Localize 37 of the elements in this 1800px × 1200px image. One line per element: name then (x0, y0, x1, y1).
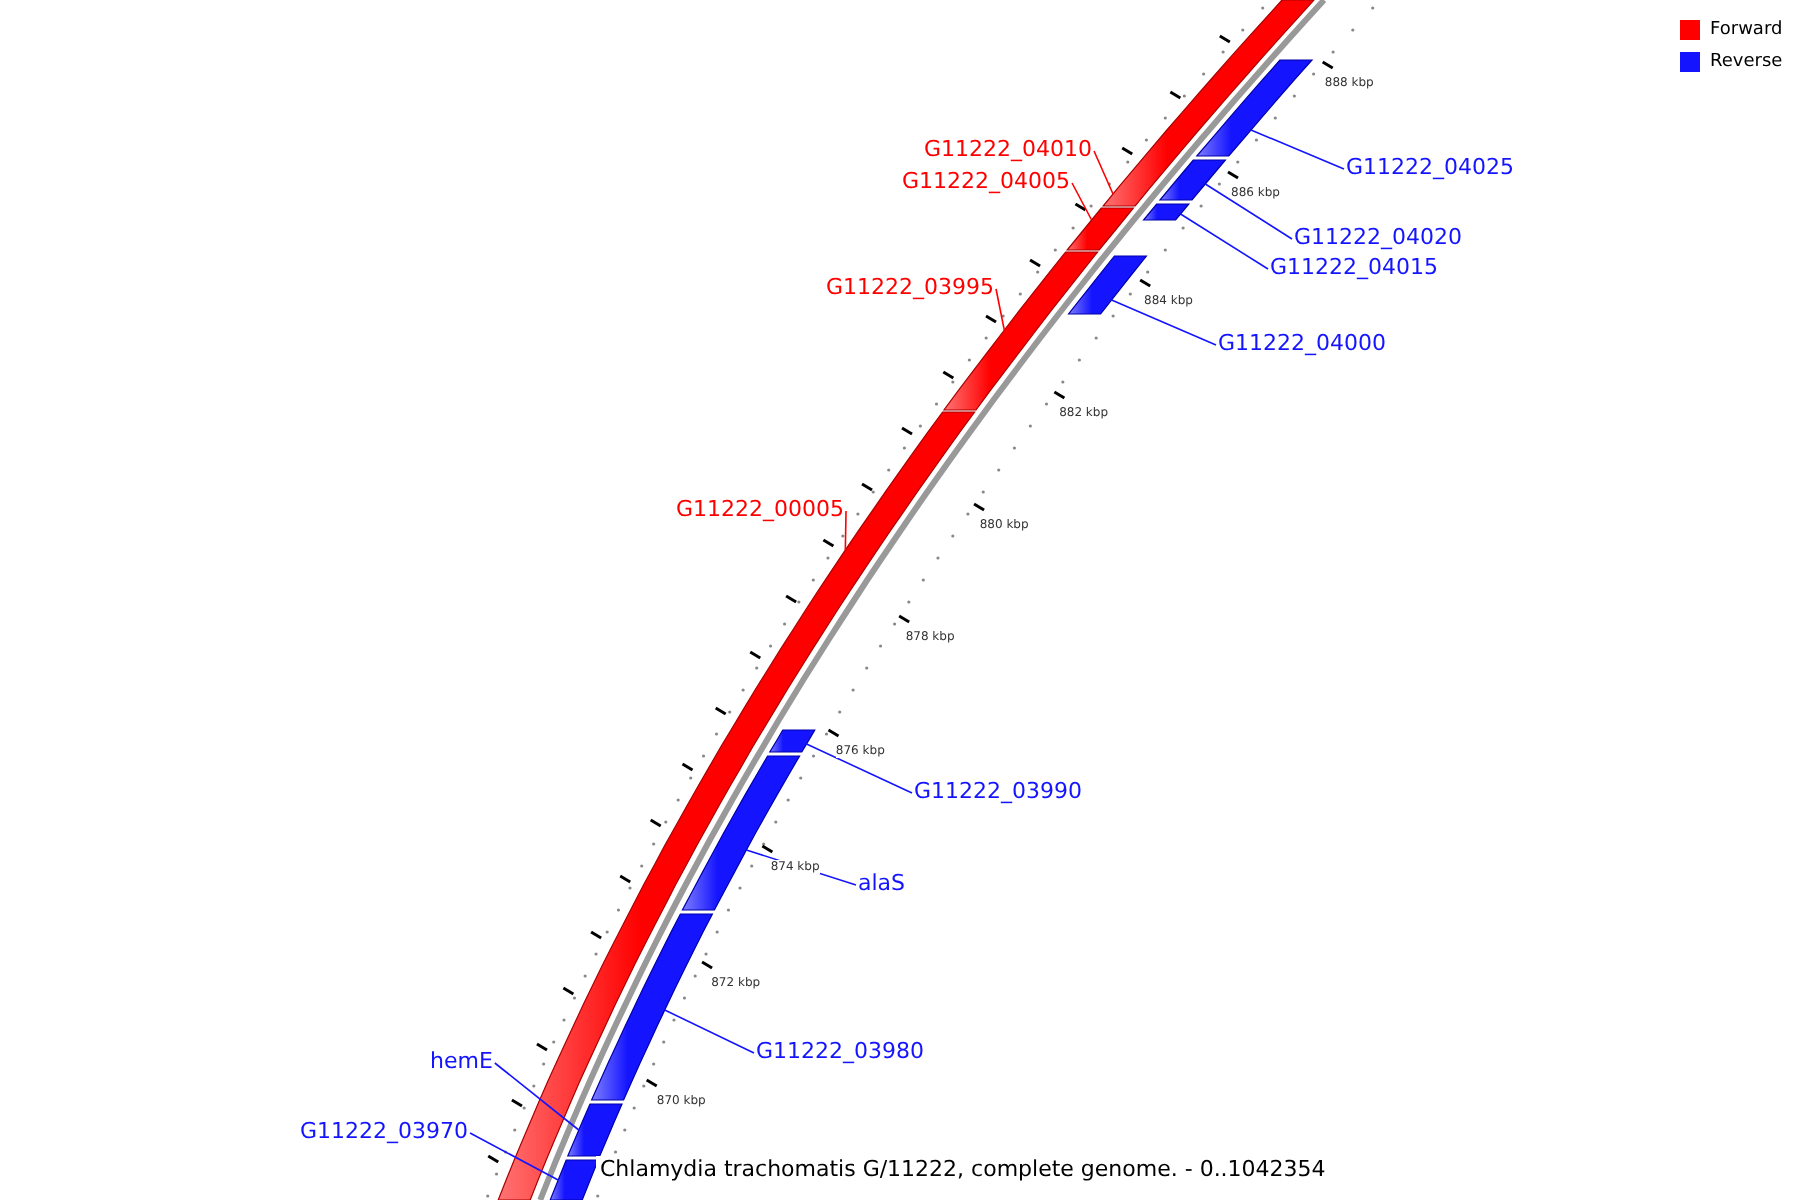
leader-line (995, 288, 1006, 331)
forward-gene-bar (1101, 0, 1316, 207)
gene-label: G11222_04000 (1218, 330, 1387, 356)
gene-label: G11222_04020 (1294, 224, 1463, 250)
gene-label: G11222_03995 (826, 274, 995, 300)
gene-label: G11222_03970 (300, 1118, 469, 1144)
reverse-gene-bar (549, 1159, 600, 1200)
leader-line (844, 510, 847, 551)
reverse-gene-bar (681, 755, 801, 911)
leader-line (494, 1062, 580, 1131)
gene-label: G11222_03990 (914, 778, 1083, 804)
leader-line (1110, 299, 1217, 346)
legend-label: Forward (1710, 20, 1783, 42)
leader-line (1093, 150, 1114, 195)
caption: Chlamydia trachomatis G/11222, complete genome. - 0..1042354 (596, 1156, 1330, 1184)
gene-label: hemE (430, 1048, 493, 1074)
leader-line (1204, 183, 1293, 240)
gene-label: G11222_04015 (1270, 254, 1439, 280)
leader-line (1071, 182, 1093, 221)
legend-label: Reverse (1710, 52, 1783, 74)
leader-line (805, 743, 913, 794)
leader-line (469, 1132, 559, 1181)
gene-label: G11222_04025 (1346, 154, 1515, 180)
reverse-gene-bar (1067, 255, 1148, 315)
reverse-gene-bar (768, 729, 816, 753)
reverse-gene-bar (1195, 59, 1314, 157)
leader-line (1250, 129, 1345, 170)
leader-line (663, 1009, 755, 1054)
gene-label: alaS (858, 870, 906, 896)
gene-label: G11222_03980 (756, 1038, 925, 1064)
gene-label: G11222_00005 (676, 496, 845, 522)
reverse-gene-bar (1142, 203, 1191, 221)
gene-label: G11222_04010 (924, 136, 1093, 162)
leader-line (1179, 213, 1269, 270)
gene-label: G11222_04005 (902, 168, 1071, 194)
reverse-gene-bar (566, 1103, 623, 1157)
forward-gene-bar (1065, 207, 1135, 251)
